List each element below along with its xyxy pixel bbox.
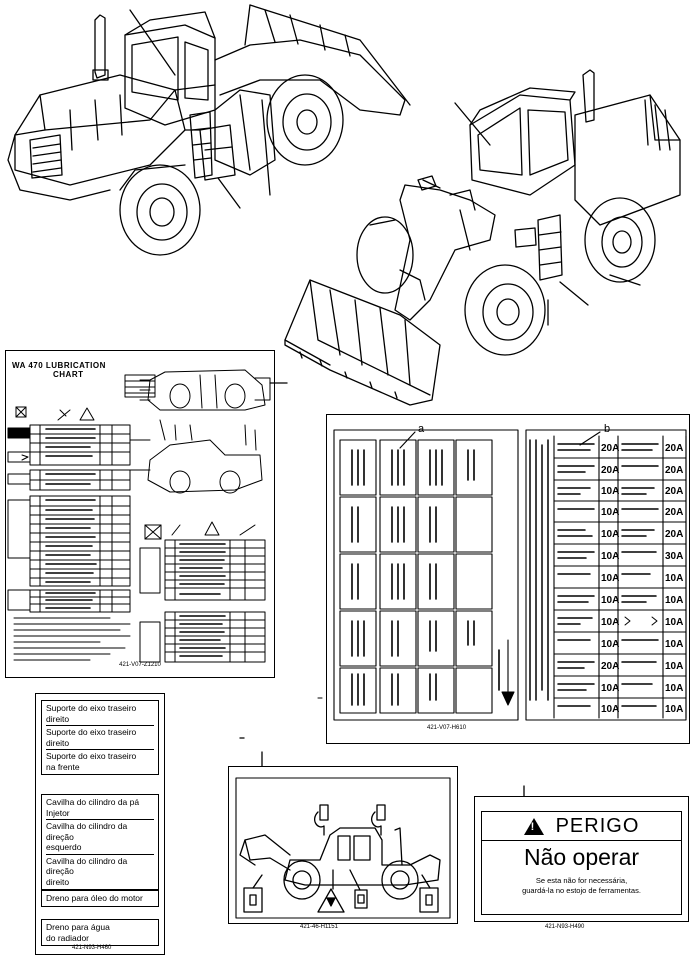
label-text: Injetor [46,807,70,818]
lubrication-chart-art [7,369,271,663]
label-text: Cavilha do cilindro da direção [46,821,128,842]
fuse-panel-label: 421-V07-H610 [326,414,690,744]
danger-sub-line: guardá-la no estojo de ferramentas. [522,885,641,895]
label-text: esquerdo [46,842,82,852]
fuse-rating: 20A [665,507,684,518]
label-text: Cavilha do cilindro da direção [46,855,128,877]
fuse-rating: 10A [601,704,620,715]
lubrication-chart-title-line2: CHART [53,370,84,379]
fuse-rating: 10A [601,551,620,562]
fuse-rating: 10A [601,529,620,540]
label-text: do radiador [46,932,90,943]
fuse-rating: 10A [601,573,620,584]
lubrication-chart-code: 421-V07-Z1210 [119,662,161,668]
fuse-rating: 20A [601,465,620,476]
fuse-rating: 10A [665,617,684,628]
fuse-rating: 10A [665,573,684,584]
fuse-rating: 20A [665,465,684,476]
labels-card-code: 421-N93-H460 [72,945,112,951]
danger-header-text: PERIGO [555,814,640,837]
label-text: Suporte do eixo traseiro [46,727,137,737]
fuse-rating: 10A [601,683,620,694]
label-text: Suporte do eixo traseiro [46,703,137,713]
lubrication-chart-title: WA 470 LUBRICATION [12,361,106,370]
fuse-rating: 10A [601,617,620,628]
fuse-rating: 10A [665,661,684,672]
fuse-rating: 20A [665,486,684,497]
danger-decal-code: 421-N93-H490 [545,924,585,930]
fuse-rating: 10A [601,486,620,497]
decal-card-art [235,751,451,919]
fuse-panel-art [317,429,687,721]
label-text: direito [46,737,70,748]
decal-code: 421-46-H1151 [300,924,338,930]
wheel-loader-rear-view [7,4,411,256]
callout-b: b [604,423,611,435]
callout-a: a [418,423,425,435]
fuse-panel-code: 421-V07-H610 [427,725,467,731]
danger-header: ! PERIGO [482,812,681,841]
fuse-rating: 10A [665,639,684,650]
fuse-rating: 30A [665,551,684,562]
danger-main-text: Não operar [523,844,640,870]
fuse-rating: 20A [601,661,620,672]
fuse-rating: 10A [601,595,620,606]
fuse-rating: 20A [665,443,684,454]
fuse-rating: 10A [601,639,620,650]
danger-decal-inner: ! PERIGO Não operar Se esta não for nece… [481,811,682,915]
label-text: Dreno para água [46,922,110,932]
danger-decal: ! PERIGO Não operar Se esta não for nece… [474,796,689,922]
label-text: na frente [46,761,80,772]
fuse-rating: 10A [665,595,684,606]
label-text: Cavilha do cilindro da pá [46,797,140,807]
fuse-rating: 10A [601,507,620,518]
lifting-points-decal [228,766,458,924]
label-engine-oil-drain: Dreno para óleo do motor [41,890,159,907]
fuse-rating: 20A [601,443,620,454]
label-text: direito [46,713,70,724]
fuse-rating: 10A [665,683,684,694]
warning-triangle-icon: ! [523,817,544,835]
danger-sub-line: Se esta não for necessária, [535,876,628,885]
fuse-rating: 20A [665,529,684,540]
label-text: direito [46,876,70,887]
danger-sub-text: Se esta não for necessária, guardá-la no… [482,876,681,895]
fuse-rating: 10A [665,704,684,715]
label-text: Dreno para óleo do motor [46,893,143,903]
lubrication-chart: WA 470 LUBRICATION CHART 421-V07-Z1210 [5,350,275,678]
wheel-loader-front-view [269,69,681,406]
label-text: Suporte do eixo traseiro [46,751,137,761]
